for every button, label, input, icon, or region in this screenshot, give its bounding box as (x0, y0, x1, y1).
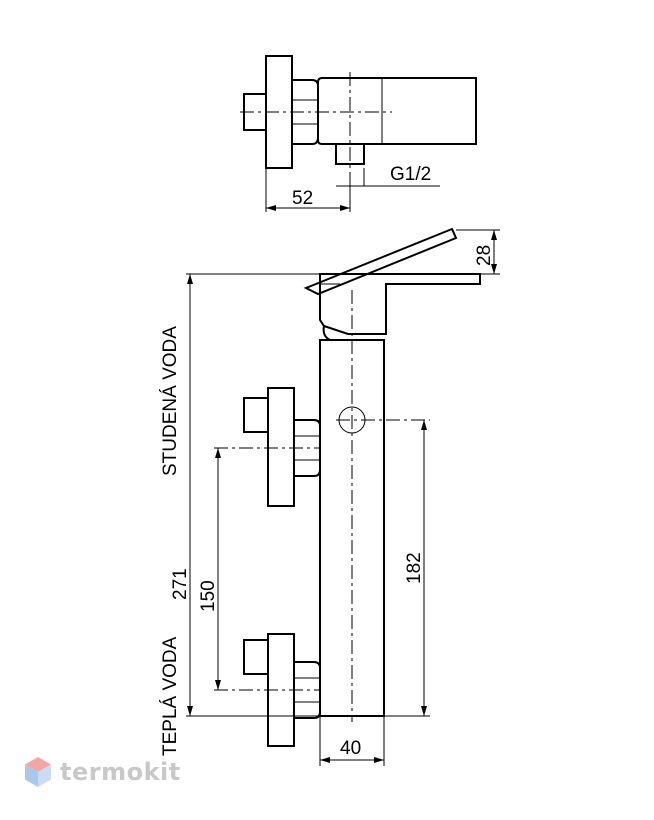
hexagon-logo-icon (25, 757, 51, 787)
dim-body-width: 40 (340, 738, 361, 759)
dim-inlet-spacing: 150 (198, 580, 219, 612)
front-view: 28 271 150 182 40 STUDENÁ VODA TEPLÁ VOD… (160, 227, 500, 766)
dim-thread: G1/2 (390, 164, 431, 185)
dim-lever-height: 28 (474, 245, 495, 266)
label-hot-water: TEPLÁ VODA (160, 636, 181, 756)
label-cold-water: STUDENÁ VODA (160, 326, 181, 476)
dim-top-depth: 52 (292, 188, 313, 209)
watermark: termokit (24, 756, 181, 788)
top-view: 52 G1/2 (240, 55, 477, 212)
dim-outlet-height: 182 (404, 552, 425, 584)
dim-total-height: 271 (170, 568, 191, 600)
watermark-text: termokit (60, 758, 181, 786)
